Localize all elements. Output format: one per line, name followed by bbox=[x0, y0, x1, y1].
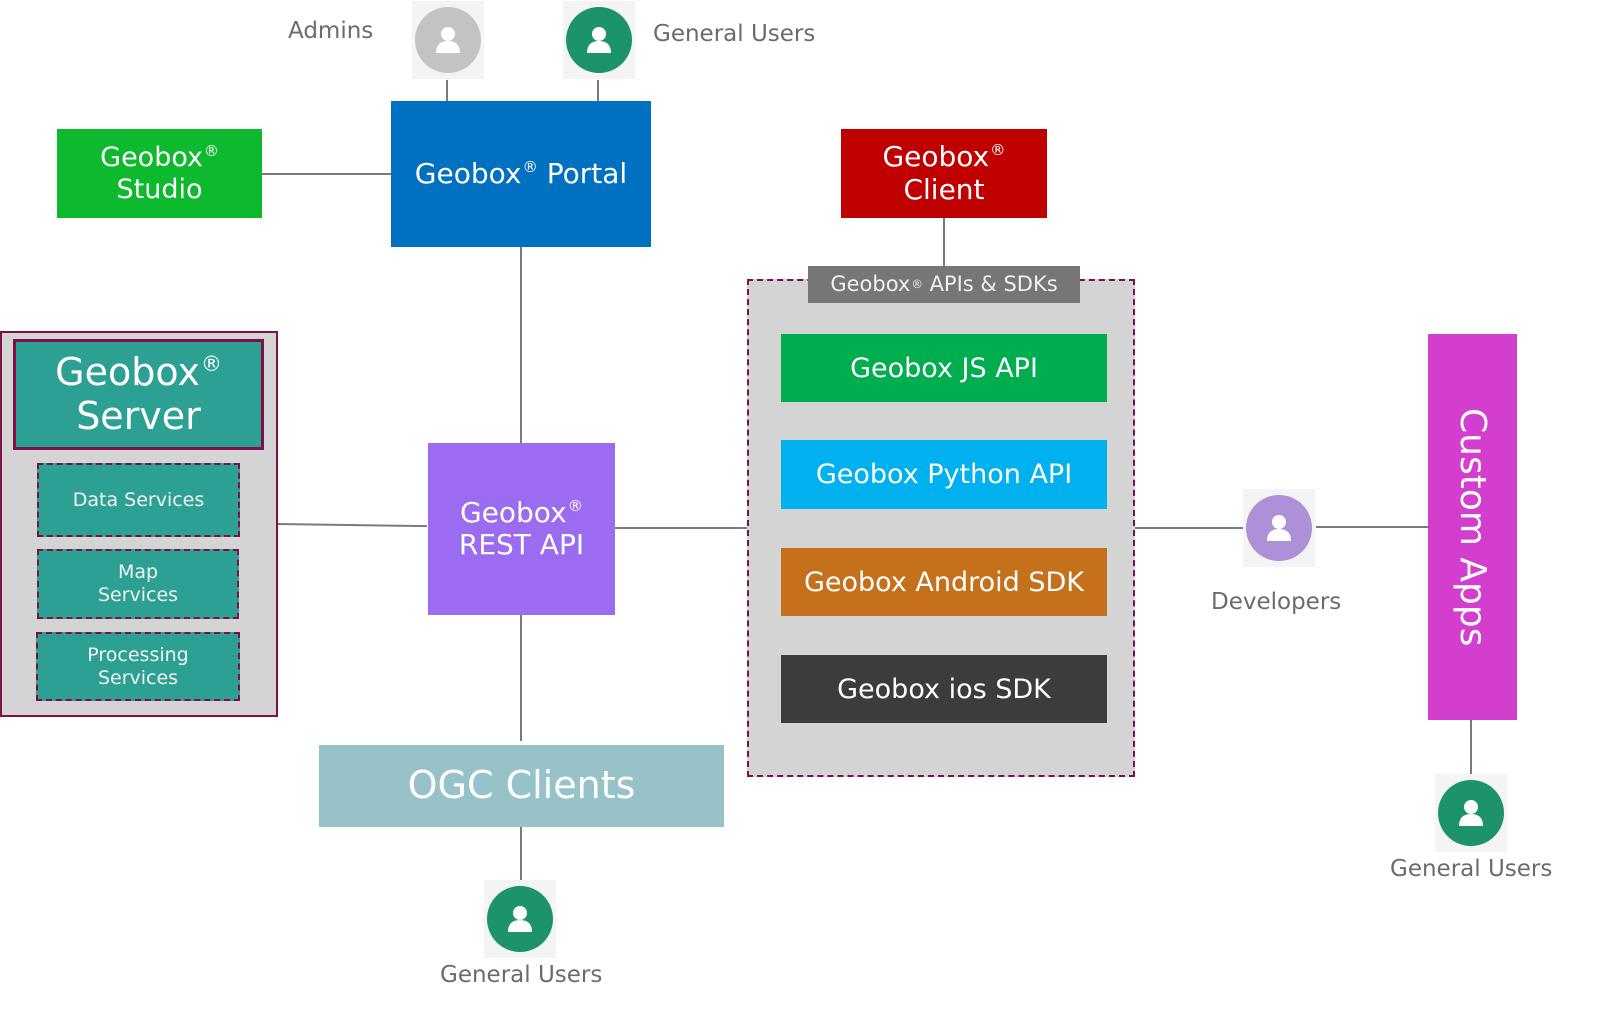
ios-sdk-box[interactable]: Geobox ios SDK bbox=[781, 655, 1107, 723]
connector-restapi-ogc bbox=[520, 615, 522, 741]
connector-portal-restapi bbox=[520, 246, 522, 443]
admins-label: Admins bbox=[288, 18, 374, 44]
developers-avatar bbox=[1243, 489, 1315, 567]
geobox-client-box[interactable]: Geobox® Client bbox=[841, 129, 1047, 218]
user-icon bbox=[508, 906, 532, 932]
registered-mark: ® bbox=[522, 157, 538, 176]
general-users-bottom-label: General Users bbox=[440, 962, 603, 988]
connector-customapps-users bbox=[1470, 720, 1472, 774]
user-icon bbox=[436, 27, 460, 53]
user-icon bbox=[587, 27, 611, 53]
registered-mark: ® bbox=[911, 277, 923, 292]
general-users-top-avatar bbox=[563, 1, 635, 79]
ogc-clients-box[interactable]: OGC Clients bbox=[319, 745, 724, 827]
geobox-server-box[interactable]: Geobox® Server bbox=[13, 339, 264, 450]
connector-client-sdks bbox=[943, 218, 945, 266]
admins-avatar bbox=[412, 1, 484, 79]
general-users-bottom-avatar bbox=[484, 880, 556, 958]
apis-header-suffix: APIs & SDKs bbox=[922, 272, 1058, 297]
connector-server-restapi bbox=[276, 523, 427, 528]
service-label: Services bbox=[97, 666, 179, 689]
registered-mark: ® bbox=[567, 496, 584, 515]
api-label: Geobox JS API bbox=[850, 352, 1038, 384]
connector-studio-portal bbox=[261, 173, 392, 175]
client-subtitle: Client bbox=[903, 172, 985, 206]
connector-restapi-sdks bbox=[614, 527, 748, 529]
processing-services-box[interactable]: Processing Services bbox=[36, 632, 240, 701]
registered-mark: ® bbox=[204, 142, 219, 161]
service-label: Processing bbox=[87, 643, 189, 666]
studio-title: Geobox bbox=[100, 142, 203, 174]
service-label: Map bbox=[117, 561, 159, 584]
client-title: Geobox bbox=[882, 140, 990, 174]
service-label: Data Services bbox=[72, 488, 205, 511]
user-icon bbox=[1459, 800, 1483, 826]
api-label: Geobox ios SDK bbox=[837, 673, 1051, 705]
portal-title: Geobox bbox=[414, 156, 522, 190]
connector-ogc-users bbox=[520, 827, 522, 883]
user-icon bbox=[1267, 515, 1291, 541]
geobox-rest-api-box[interactable]: Geobox® REST API bbox=[428, 443, 615, 615]
custom-apps-label: Custom Apps bbox=[1452, 407, 1493, 647]
studio-subtitle: Studio bbox=[116, 173, 203, 205]
api-label: Geobox Android SDK bbox=[803, 566, 1085, 598]
connector-developers-customapps bbox=[1316, 526, 1428, 528]
python-api-box[interactable]: Geobox Python API bbox=[781, 440, 1107, 509]
portal-subtitle: Portal bbox=[537, 156, 628, 190]
apis-sdks-header: Geobox® APIs & SDKs bbox=[808, 266, 1080, 303]
server-title: Geobox bbox=[55, 349, 200, 394]
general-users-top-label: General Users bbox=[653, 21, 816, 47]
map-services-box[interactable]: Map Services bbox=[37, 549, 239, 619]
api-label: Geobox Python API bbox=[815, 459, 1073, 490]
rest-api-title: Geobox bbox=[459, 495, 567, 529]
android-sdk-box[interactable]: Geobox Android SDK bbox=[781, 548, 1107, 616]
geobox-portal-box[interactable]: Geobox® Portal bbox=[391, 101, 651, 247]
connector-admins-portal bbox=[446, 80, 448, 102]
registered-mark: ® bbox=[990, 141, 1006, 160]
rest-api-subtitle: REST API bbox=[458, 528, 585, 561]
ogc-clients-label: OGC Clients bbox=[407, 763, 636, 808]
connector-users-portal bbox=[597, 80, 599, 102]
general-users-right-avatar bbox=[1435, 774, 1507, 852]
service-label: Services bbox=[97, 584, 179, 606]
registered-mark: ® bbox=[200, 351, 222, 376]
general-users-right-label: General Users bbox=[1390, 856, 1553, 882]
custom-apps-box[interactable]: Custom Apps bbox=[1428, 334, 1517, 720]
apis-header-prefix: Geobox bbox=[830, 272, 911, 297]
data-services-box[interactable]: Data Services bbox=[37, 463, 240, 537]
connector-sdks-developers bbox=[1134, 527, 1244, 529]
server-subtitle: Server bbox=[76, 393, 201, 438]
developers-label: Developers bbox=[1211, 589, 1342, 615]
geobox-studio-box[interactable]: Geobox® Studio bbox=[57, 129, 262, 218]
js-api-box[interactable]: Geobox JS API bbox=[781, 334, 1107, 402]
